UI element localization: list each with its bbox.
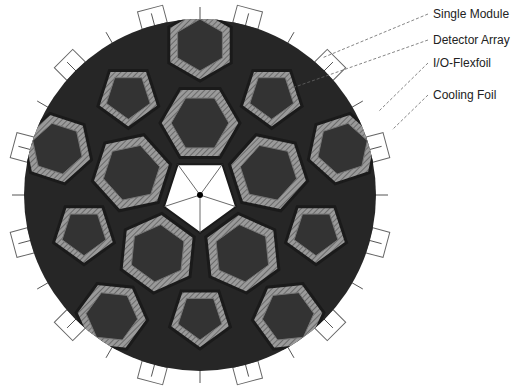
leader-lines [292,14,428,130]
part-label: Single Module [432,7,510,21]
part-label: Cooling Foil [432,88,497,102]
central-opening [164,164,236,233]
part-label: I/O-Flexfoil [432,56,492,70]
detector-array [23,9,377,349]
part-label: Detector Array [432,33,511,47]
cooling-foils [10,5,390,385]
